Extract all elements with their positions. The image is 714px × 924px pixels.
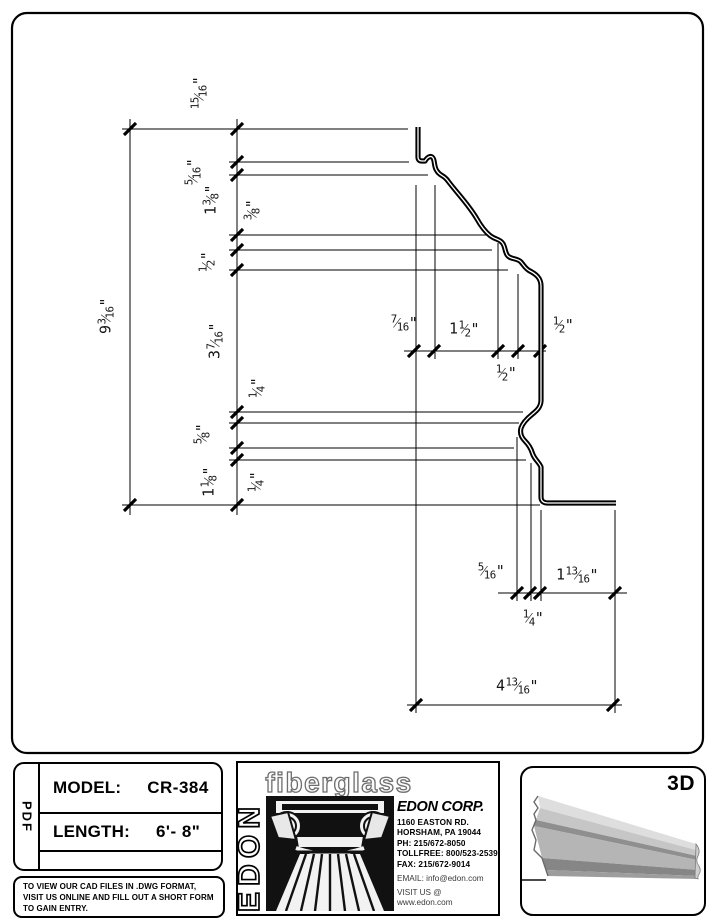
dim-label: 1⁄2"	[552, 314, 574, 336]
dim-label: 5⁄16"	[182, 158, 204, 186]
cad-note-text: TO VIEW OUR CAD FILES IN .DWG FORMAT, VI…	[23, 882, 214, 913]
dim-label: 11⁄2"	[448, 318, 480, 340]
dim-label: 1⁄2"	[196, 251, 218, 273]
dim-label: 13⁄8"	[200, 184, 222, 216]
empty-row	[40, 850, 221, 869]
visit-line: VISIT US @ www.edon.com	[397, 888, 453, 908]
fax-line: FAX: 215/672-9014	[397, 859, 471, 869]
branding-block: fiberglass EDON	[236, 761, 500, 916]
model-label: MODEL:	[53, 778, 122, 797]
3d-label: 3D	[667, 772, 695, 795]
model-row: MODEL: CR-384	[40, 764, 221, 812]
molding-profile-outline	[415, 127, 616, 506]
company-info: EDON CORP. 1160 EASTON RD. HORSHAM, PA 1…	[397, 799, 499, 908]
address-line2: HORSHAM, PA 19044	[397, 828, 482, 838]
cad-note-box: TO VIEW OUR CAD FILES IN .DWG FORMAT, VI…	[13, 876, 225, 918]
length-label: LENGTH:	[53, 822, 130, 841]
fiberglass-logo: fiberglass	[265, 766, 412, 798]
fiberglass-text: fiberglass	[265, 767, 412, 798]
dim-label: 11⁄8"	[198, 466, 220, 498]
dim-label-overall-width: 413⁄16"	[495, 675, 539, 697]
dim-label: 1⁄4"	[245, 471, 267, 493]
dim-label: 5⁄8"	[191, 423, 213, 445]
email-line: EMAIL: info@edon.com	[397, 874, 484, 884]
dim-label: 1⁄2"	[495, 362, 517, 384]
edon-vertical-text: EDON	[238, 804, 266, 912]
dim-label-overall-height: 93⁄16"	[95, 297, 117, 335]
phone-line: PH: 215/672-8050	[397, 838, 466, 848]
drawing-border	[10, 11, 705, 755]
title-block-rows: MODEL: CR-384 LENGTH: 6'- 8"	[40, 764, 221, 869]
preview-3d-box: 3D	[520, 766, 706, 916]
dim-label: 1⁄4"	[522, 607, 544, 629]
dim-label: 15⁄16"	[188, 76, 210, 110]
pdf-column: PDF	[15, 764, 40, 869]
title-block: PDF MODEL: CR-384 LENGTH: 6'- 8"	[13, 762, 223, 871]
company-name: EDON CORP.	[397, 799, 484, 815]
dim-label: 5⁄16"	[477, 560, 505, 582]
extension-lines	[122, 119, 627, 713]
dim-label: 3⁄8"	[241, 199, 263, 221]
dimension-ticks	[122, 121, 623, 713]
dim-label: 1⁄4"	[246, 377, 268, 399]
dim-label: 113⁄16"	[555, 564, 599, 586]
tollfree-line: TOLLFREE: 800/523-2539	[397, 849, 498, 859]
model-value: CR-384	[147, 778, 209, 797]
column-capital-image	[266, 796, 394, 911]
edon-vertical-logo: EDON	[238, 803, 266, 913]
length-row: LENGTH: 6'- 8"	[40, 812, 221, 850]
dim-label: 7⁄16"	[390, 312, 418, 334]
address-line1: 1160 EASTON RD.	[397, 818, 469, 827]
length-value: 6'- 8"	[155, 822, 201, 841]
pdf-label: PDF	[19, 800, 34, 833]
molding-3d-preview	[522, 795, 701, 881]
dim-label: 37⁄16"	[204, 322, 226, 360]
